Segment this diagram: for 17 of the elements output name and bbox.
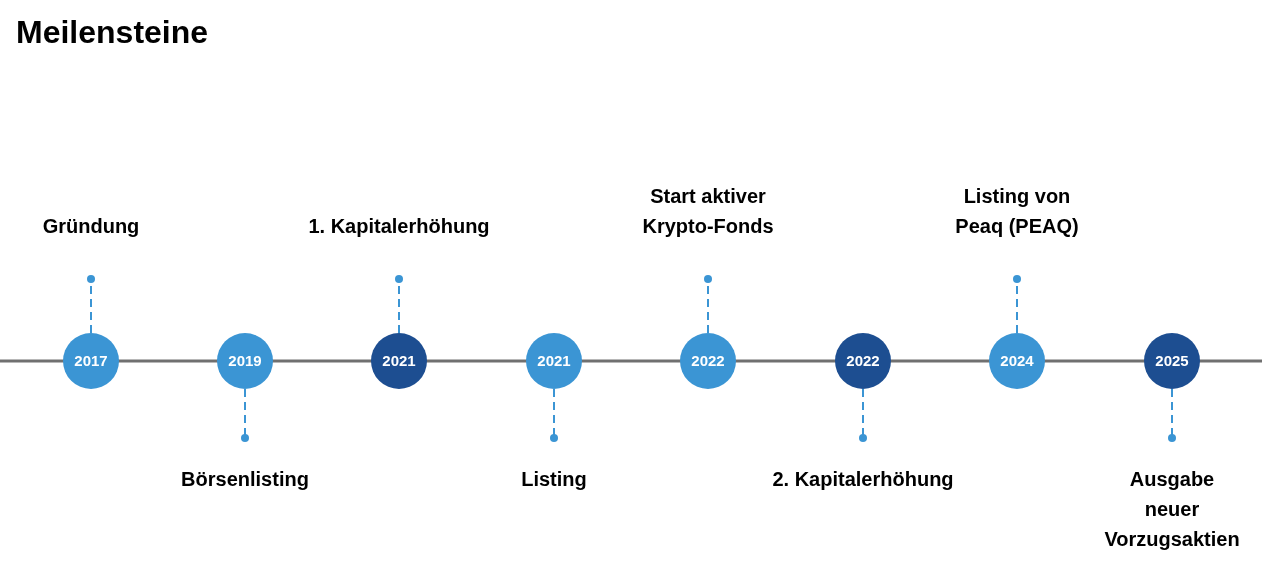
- dashed-connector: [550, 388, 558, 442]
- milestone-label: 2. Kapitalerhöhung: [772, 467, 954, 492]
- milestone-label: Start aktiver Krypto-Fonds: [641, 184, 775, 239]
- milestone-label: Gründung: [42, 214, 140, 239]
- dashed-connector: [87, 275, 95, 334]
- milestone-label: Listing von Peaq (PEAQ): [954, 184, 1080, 239]
- dashed-connector: [395, 275, 403, 334]
- milestone-label: Listing: [521, 467, 587, 492]
- milestone-label: Ausgabe neuer Vorzugsaktien: [1103, 467, 1241, 552]
- dashed-connector: [1013, 275, 1021, 334]
- dashed-connector: [241, 388, 249, 442]
- title: Meilensteine: [16, 13, 209, 52]
- milestone-label: 1. Kapitalerhöhung: [308, 214, 490, 239]
- milestone-label: Börsenlisting: [181, 467, 309, 492]
- dashed-connector: [704, 275, 712, 334]
- dashed-connector: [1168, 388, 1176, 442]
- dashed-connector: [859, 388, 867, 442]
